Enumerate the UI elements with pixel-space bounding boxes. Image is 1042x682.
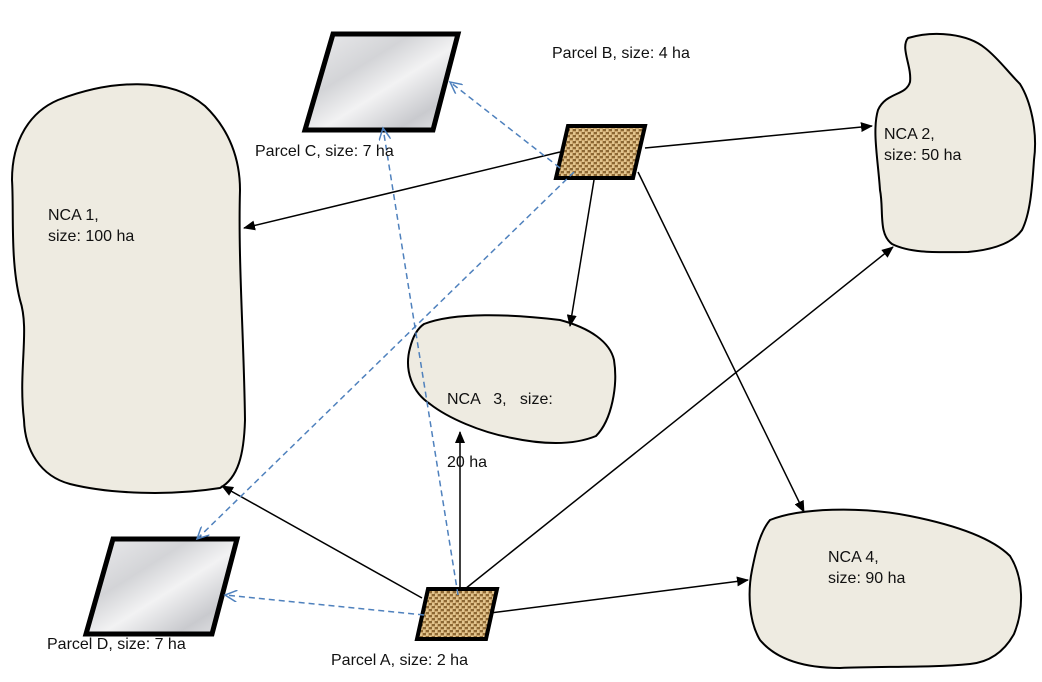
parcel-d-label: Parcel D, size: 7 ha xyxy=(47,636,186,653)
nca-2-size: size: 50 ha xyxy=(884,147,962,164)
parcel-c-label: Parcel C, size: 7 ha xyxy=(255,143,394,160)
nca-3-size: 20 ha xyxy=(447,454,488,471)
dashed-arrow-b-to-d xyxy=(197,171,575,539)
dashed-arrow-b-to-c xyxy=(450,82,561,169)
nca-1-name: NCA 1, xyxy=(48,207,99,224)
nca-1-label: NCA 1, size: 100 ha xyxy=(48,205,134,247)
nca-4-size: size: 90 ha xyxy=(828,570,906,587)
parcel-c-shape xyxy=(301,31,462,133)
arrow-a-to-nca4 xyxy=(489,576,749,614)
dashed-arrow-a-to-d xyxy=(225,595,425,616)
nca-2-label: NCA 2, size: 50 ha xyxy=(884,124,961,166)
nca-3-label: NCA 3, size: 20 ha xyxy=(447,347,553,494)
parcel-a-label: Parcel A, size: 2 ha xyxy=(331,652,468,669)
arrow-b-to-nca2 xyxy=(644,122,873,149)
nca-2-area xyxy=(874,32,1036,254)
nca-2-name: NCA 2, xyxy=(884,126,935,143)
nca-1-area xyxy=(10,83,247,494)
arrow-b-to-nca1 xyxy=(243,151,561,231)
nca-3-area xyxy=(407,314,617,444)
arrow-b-to-nca3 xyxy=(566,179,595,327)
arrow-a-to-nca1 xyxy=(221,485,423,599)
nca-4-name: NCA 4, xyxy=(828,549,879,566)
arrow-a-to-nca2 xyxy=(464,246,894,590)
parcel-a-shape xyxy=(414,587,500,641)
parcel-b-shape xyxy=(553,124,648,180)
arrow-b-to-nca4 xyxy=(637,171,805,513)
dashed-arrow-a-to-c xyxy=(383,128,459,596)
nca-1-size: size: 100 ha xyxy=(48,228,135,245)
nca-4-area xyxy=(748,508,1022,670)
nca-3-name: NCA 3, size: xyxy=(447,391,553,408)
nca-4-label: NCA 4, size: 90 ha xyxy=(828,547,905,589)
parcel-b-label: Parcel B, size: 4 ha xyxy=(552,45,690,62)
parcel-d-shape xyxy=(82,536,241,637)
